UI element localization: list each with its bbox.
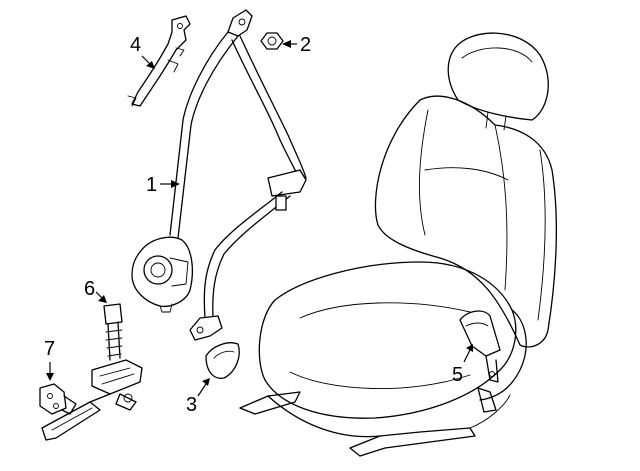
height-adjuster <box>127 15 191 107</box>
callout-2: 2 <box>282 34 311 56</box>
belt-retractor <box>131 236 193 308</box>
seat-headrest <box>447 32 549 121</box>
callout-label-1: 1 <box>146 174 157 196</box>
callout-label-4: 4 <box>130 34 141 56</box>
seat-cushion <box>258 261 517 419</box>
callout-label-6: 6 <box>84 278 95 300</box>
callout-1: 1 <box>146 174 180 196</box>
seat <box>239 32 558 457</box>
belt-guide-loop <box>267 169 307 197</box>
bracket <box>39 383 77 415</box>
callout-label-3: 3 <box>186 394 197 416</box>
callout-label-7: 7 <box>44 338 55 360</box>
callout-6: 6 <box>84 278 107 303</box>
anchor-cover <box>205 342 240 379</box>
callout-4: 4 <box>130 34 155 69</box>
seat-belt-assembly <box>131 9 307 341</box>
belt-upper-anchor <box>227 9 253 37</box>
seat-rail <box>239 391 301 415</box>
belt-lower-anchor <box>189 315 223 341</box>
seat-buckle <box>459 310 501 383</box>
callout-label-2: 2 <box>300 34 311 56</box>
callout-7: 7 <box>44 338 55 381</box>
buckle-assembly <box>41 303 143 441</box>
nut <box>260 32 284 50</box>
callout-3: 3 <box>186 378 210 416</box>
callout-label-5: 5 <box>452 364 463 386</box>
seat-back <box>374 95 558 348</box>
callout-5: 5 <box>452 344 473 386</box>
